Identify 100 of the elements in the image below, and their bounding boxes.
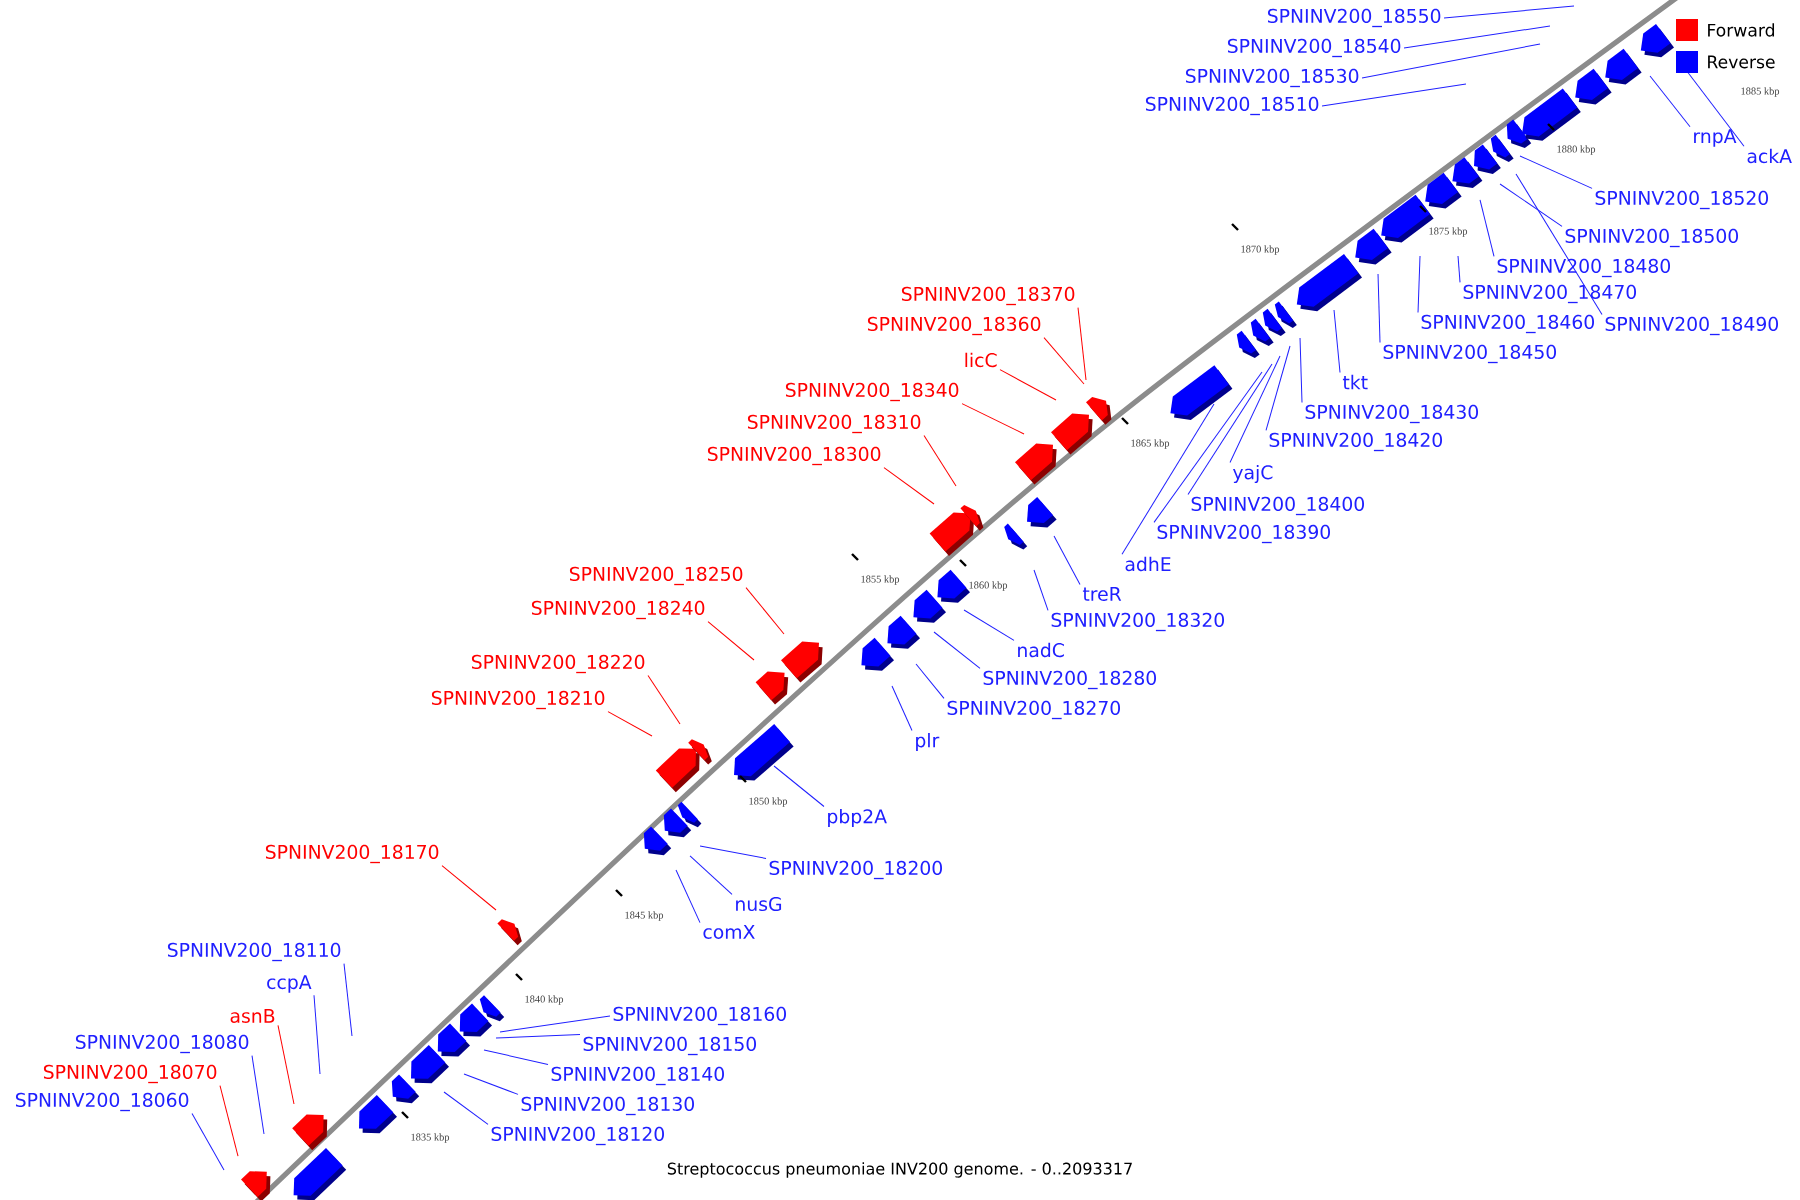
gene-label: SPNINV200_18210 (431, 690, 605, 710)
gene-label: SPNINV200_18280 (983, 670, 1156, 690)
gene-label: SPNINV200_18500 (1565, 228, 1738, 248)
leader-line (1033, 569, 1049, 611)
gene-label: SPNINV200_18450 (1383, 344, 1556, 364)
leader-line (745, 587, 785, 635)
leader-line (773, 765, 825, 807)
gene-label: pbp2A (828, 808, 887, 828)
gene-label: SPNINV200_18550 (1267, 8, 1441, 28)
gene-label: plr (916, 732, 940, 752)
leader-line (883, 467, 935, 505)
leader-line (1229, 355, 1281, 463)
leader-line (443, 1091, 489, 1125)
gene-label: SPNINV200_18540 (1227, 38, 1401, 58)
leader-line (707, 621, 755, 661)
leader-line (463, 1073, 519, 1095)
leader-line (999, 369, 1057, 401)
legend-label: Reverse (1708, 55, 1775, 69)
leader-line (219, 1085, 239, 1157)
caption: Streptococcus pneumoniae INV200 genome. - 0..2093317 (667, 1162, 1132, 1178)
leader-line (483, 1049, 549, 1065)
leader-line (675, 869, 701, 924)
leader-line (1417, 255, 1421, 313)
leader-line (1321, 83, 1467, 107)
gene-label: SPNINV200_18320 (1051, 612, 1224, 632)
leader-line (1043, 337, 1085, 385)
gene-label: SPNINV200_18520 (1595, 190, 1768, 210)
leader-line (499, 1015, 611, 1033)
gene-label: SPNINV200_18130 (521, 1096, 694, 1116)
gene-label: SPNINV200_18240 (531, 600, 705, 620)
leader-line (1265, 345, 1291, 431)
gene-label: SPNINV200_18340 (785, 382, 959, 402)
gene-label: tkt (1342, 374, 1368, 390)
leader-line (923, 435, 957, 487)
leader-line (495, 1033, 581, 1039)
gene-label: SPNINV200_18420 (1269, 432, 1442, 452)
leader-line (607, 711, 653, 737)
gene-label: SPNINV200_18140 (551, 1066, 724, 1086)
leader-line (1187, 363, 1273, 495)
leader-line (963, 609, 1015, 641)
gene-label: SPNINV200_18310 (747, 414, 921, 434)
leader-line (191, 1113, 225, 1171)
gene-label: SPNINV200_18460 (1421, 314, 1594, 334)
gene-label: yajC (1233, 464, 1273, 484)
gene-label: SPNINV200_18220 (471, 654, 645, 674)
leader-line (441, 865, 497, 911)
gene-label: SPNINV200_18170 (265, 844, 439, 864)
gene-label: rnpA (1694, 129, 1737, 147)
gene-label: nadC (1018, 642, 1064, 658)
leader-line (1361, 43, 1541, 79)
leader-line (915, 663, 945, 699)
gene-label: SPNINV200_18070 (43, 1064, 217, 1084)
leader-line (313, 994, 321, 1075)
leader-line (1519, 155, 1593, 189)
leader-line (1403, 25, 1551, 49)
gene-label: SPNINV200_18120 (491, 1126, 664, 1146)
leader-line (961, 403, 1025, 435)
leader-line (699, 845, 767, 859)
leader-line (933, 631, 981, 669)
gene-label: licC (965, 352, 997, 368)
leader-line (1053, 535, 1081, 586)
gene-label: SPNINV200_18300 (707, 446, 881, 466)
leader-line (647, 675, 681, 725)
leader-line (277, 1024, 295, 1105)
leader-line (1333, 309, 1341, 373)
gene-label: SPNINV200_18250 (569, 566, 743, 586)
leader-line (1443, 5, 1575, 19)
leader-line (1479, 199, 1495, 257)
gene-label: ackA (1747, 148, 1792, 164)
leader-line (891, 685, 913, 731)
leader-line (1685, 69, 1745, 147)
gene-label: SPNINV200_18390 (1157, 524, 1330, 544)
gene-label: SPNINV200_18490 (1605, 316, 1778, 336)
gene-label: treR (1082, 587, 1122, 601)
leader-line (343, 963, 353, 1037)
legend-label: Forward (1708, 23, 1774, 37)
gene-label: asnB (230, 1009, 275, 1023)
leader-line (1299, 337, 1303, 403)
leader-line (1077, 307, 1087, 381)
gene-label: comX (703, 925, 755, 939)
gene-label: SPNINV200_18150 (583, 1036, 756, 1056)
gene-label: SPNINV200_18370 (901, 286, 1075, 306)
gene-label: SPNINV200_18080 (75, 1034, 249, 1054)
gene-label: SPNINV200_18400 (1191, 496, 1364, 516)
leader-line (1121, 403, 1215, 555)
gene-label: SPNINV200_18060 (15, 1092, 189, 1112)
leader-line (1377, 273, 1381, 343)
gene-label: SPNINV200_18200 (769, 860, 942, 880)
gene-label: nusG (736, 896, 782, 912)
leader-line (1499, 183, 1563, 227)
leader-line (1153, 371, 1263, 523)
gene-label: SPNINV200_18160 (613, 1006, 786, 1026)
gene-label: adhE (1125, 556, 1171, 572)
gene-label: ccpA (267, 975, 312, 993)
leader-line (1457, 255, 1461, 283)
leader-line (689, 855, 733, 895)
gene-label: SPNINV200_18110 (167, 942, 341, 962)
gene-label: SPNINV200_18510 (1145, 96, 1319, 116)
gene-label: SPNINV200_18430 (1305, 404, 1478, 424)
leader-line (251, 1055, 265, 1135)
